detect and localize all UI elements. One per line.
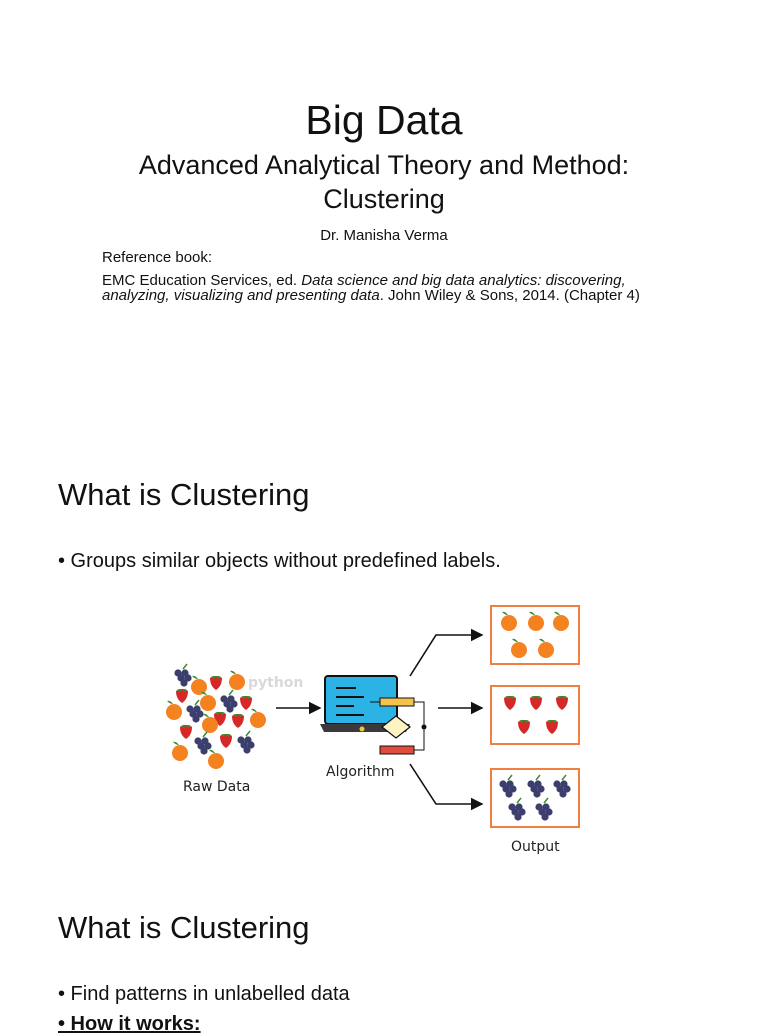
output-cluster-grapes [490, 768, 580, 828]
bullet-item-heading: • How it works: [58, 1013, 201, 1035]
arrow-to-grapes [409, 763, 484, 811]
section-title-clustering: What is Clustering [58, 477, 310, 512]
slide-subtitle-line1: Advanced Analytical Theory and Method: [138, 150, 630, 180]
bullet-item: • Find patterns in unlabelled data [58, 983, 350, 1005]
arrow-to-oranges [409, 628, 484, 677]
reference-suffix: . John Wiley & Sons, 2014. (Chapter 4) [379, 287, 640, 304]
reference-citation: EMC Education Services, ed. Data science… [102, 273, 672, 303]
watermark-text: python [248, 675, 303, 691]
output-label: Output [511, 839, 560, 855]
clustering-diagram: python Raw Data [166, 605, 580, 855]
output-cluster-strawberries [490, 685, 580, 745]
reference-prefix: EMC Education Services, ed. [102, 272, 302, 289]
output-cluster-oranges [490, 605, 580, 665]
algorithm-label: Algorithm [326, 764, 395, 780]
reference-book-title: Data science and big data analytics: dis… [102, 272, 626, 304]
slide-subtitle-line2: Clustering [323, 184, 445, 214]
slide-title: Big Data [305, 97, 463, 143]
algorithm-icon [320, 675, 427, 755]
reference-heading: Reference book: [102, 249, 213, 266]
bullet-item: • Groups similar objects without predefi… [58, 550, 501, 572]
raw-data-label: Raw Data [183, 779, 250, 795]
section-title-clustering-2: What is Clustering [58, 910, 310, 945]
author-name: Dr. Manisha Verma [320, 227, 448, 244]
